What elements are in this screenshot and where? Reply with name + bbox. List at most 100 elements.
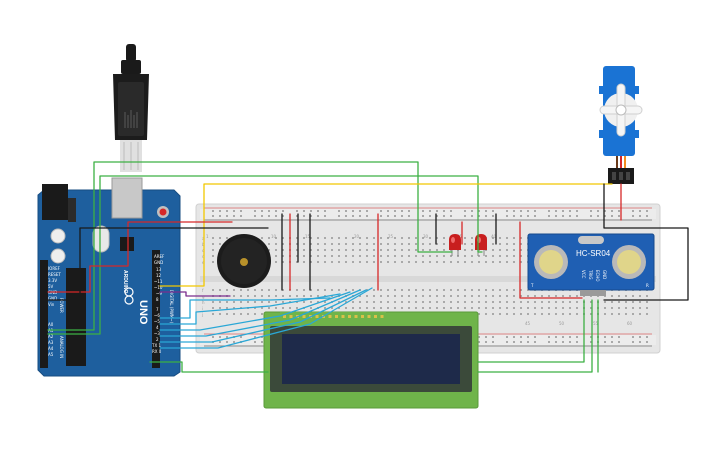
row-letter: i: [202, 306, 203, 311]
column-number: 20: [354, 234, 360, 239]
lcd-pin[interactable]: [335, 315, 338, 318]
breadboard-hole: [408, 215, 410, 217]
lcd-pin[interactable]: [380, 315, 384, 318]
breadboard-hole: [387, 249, 389, 251]
breadboard-hole: [611, 215, 613, 217]
breadboard-hole: [457, 289, 459, 291]
power-analog-header[interactable]: [40, 260, 48, 368]
breadboard-hole: [590, 307, 592, 309]
breadboard-hole: [646, 295, 648, 297]
lcd-pin[interactable]: [283, 315, 286, 318]
lcd-pin[interactable]: [341, 315, 345, 318]
breadboard-hole: [499, 295, 501, 297]
breadboard-hole: [485, 313, 487, 315]
lcd-pin[interactable]: [374, 315, 377, 318]
servo-motor[interactable]: [599, 66, 643, 184]
breadboard-hole: [345, 215, 347, 217]
breadboard-hole: [247, 295, 249, 297]
breadboard-hole: [275, 301, 277, 303]
column-number: 1: [206, 234, 209, 239]
red-led-1[interactable]: [449, 234, 461, 256]
lcd-pin[interactable]: [328, 315, 332, 318]
lcd-pin[interactable]: [302, 315, 306, 318]
green-wire: [149, 361, 269, 373]
breadboard-hole: [618, 210, 620, 212]
breadboard-hole: [352, 237, 354, 239]
breadboard-hole: [618, 215, 620, 217]
breadboard-hole: [527, 313, 529, 315]
piezo-buzzer[interactable]: [217, 234, 271, 288]
sensor-pin-gnd: GND: [602, 270, 607, 279]
breadboard-hole: [513, 307, 515, 309]
yellow-wire: [159, 183, 613, 287]
breadboard-hole: [212, 249, 214, 251]
lcd-16x2[interactable]: [263, 311, 479, 409]
power-pin-gnd: GND: [48, 296, 57, 301]
microcontroller-chip: [66, 268, 86, 366]
lcd-pin[interactable]: [361, 315, 364, 318]
breadboard-hole: [639, 301, 641, 303]
breadboard-hole: [541, 313, 543, 315]
breadboard-hole: [520, 237, 522, 239]
breadboard-hole: [261, 289, 263, 291]
breadboard-hole: [401, 255, 403, 257]
breadboard-hole: [331, 255, 333, 257]
capacitor-icon: [50, 228, 66, 244]
breadboard-hole: [478, 255, 480, 257]
breadboard-hole: [387, 210, 389, 212]
arduino-uno-board[interactable]: UNO ARDUINO POWER ANALOG IN AREF GND 13 …: [37, 177, 181, 377]
breadboard-hole: [303, 261, 305, 263]
breadboard-hole: [254, 313, 256, 315]
usb-cable[interactable]: [113, 44, 149, 172]
breadboard-hole: [506, 336, 508, 338]
lcd-pin[interactable]: [354, 315, 358, 318]
breadboard-hole: [261, 307, 263, 309]
breadboard-hole: [429, 243, 431, 245]
breadboard-hole: [275, 261, 277, 263]
breadboard-hole: [576, 307, 578, 309]
digital-header[interactable]: [152, 250, 160, 368]
breadboard-hole: [268, 210, 270, 212]
breadboard-hole: [310, 301, 312, 303]
lcd-pin[interactable]: [289, 315, 293, 318]
lcd-pin[interactable]: [348, 315, 351, 318]
breadboard-hole: [604, 215, 606, 217]
breadboard-hole: [359, 255, 361, 257]
breadboard-hole: [632, 215, 634, 217]
breadboard-hole: [324, 255, 326, 257]
breadboard-hole: [625, 301, 627, 303]
breadboard-hole: [646, 313, 648, 315]
breadboard-hole: [408, 261, 410, 263]
breadboard-hole: [366, 295, 368, 297]
breadboard-hole: [436, 210, 438, 212]
breadboard-hole: [499, 289, 501, 291]
ultrasonic-sensor[interactable]: HC-SR04 VCC TRIG ECHO GND T R: [527, 233, 655, 296]
lcd-pin[interactable]: [367, 315, 371, 318]
breadboard-hole: [471, 210, 473, 212]
breadboard-hole: [478, 301, 480, 303]
breadboard-hole: [464, 261, 466, 263]
breadboard-hole: [492, 341, 494, 343]
blue-wire: [159, 289, 367, 343]
breadboard-hole: [646, 210, 648, 212]
breadboard-hole: [464, 243, 466, 245]
breadboard-hole: [268, 289, 270, 291]
breadboard-hole: [352, 243, 354, 245]
breadboard-hole: [443, 249, 445, 251]
breadboard-hole: [534, 215, 536, 217]
red-wire: [519, 221, 583, 299]
breadboard-hole: [310, 215, 312, 217]
breadboard-hole: [282, 261, 284, 263]
column-number: 30: [423, 234, 429, 239]
lcd-pin[interactable]: [315, 315, 319, 318]
breadboard-hole: [296, 210, 298, 212]
breadboard-hole: [492, 210, 494, 212]
breadboard-hole: [422, 295, 424, 297]
power-pin-ioref: IOREF: [48, 266, 61, 271]
column-number: 15: [305, 234, 311, 239]
breadboard-hole: [471, 307, 473, 309]
breadboard-hole: [548, 336, 550, 338]
breadboard-hole: [345, 261, 347, 263]
power-pin-3v3: 3.3V: [48, 278, 57, 283]
